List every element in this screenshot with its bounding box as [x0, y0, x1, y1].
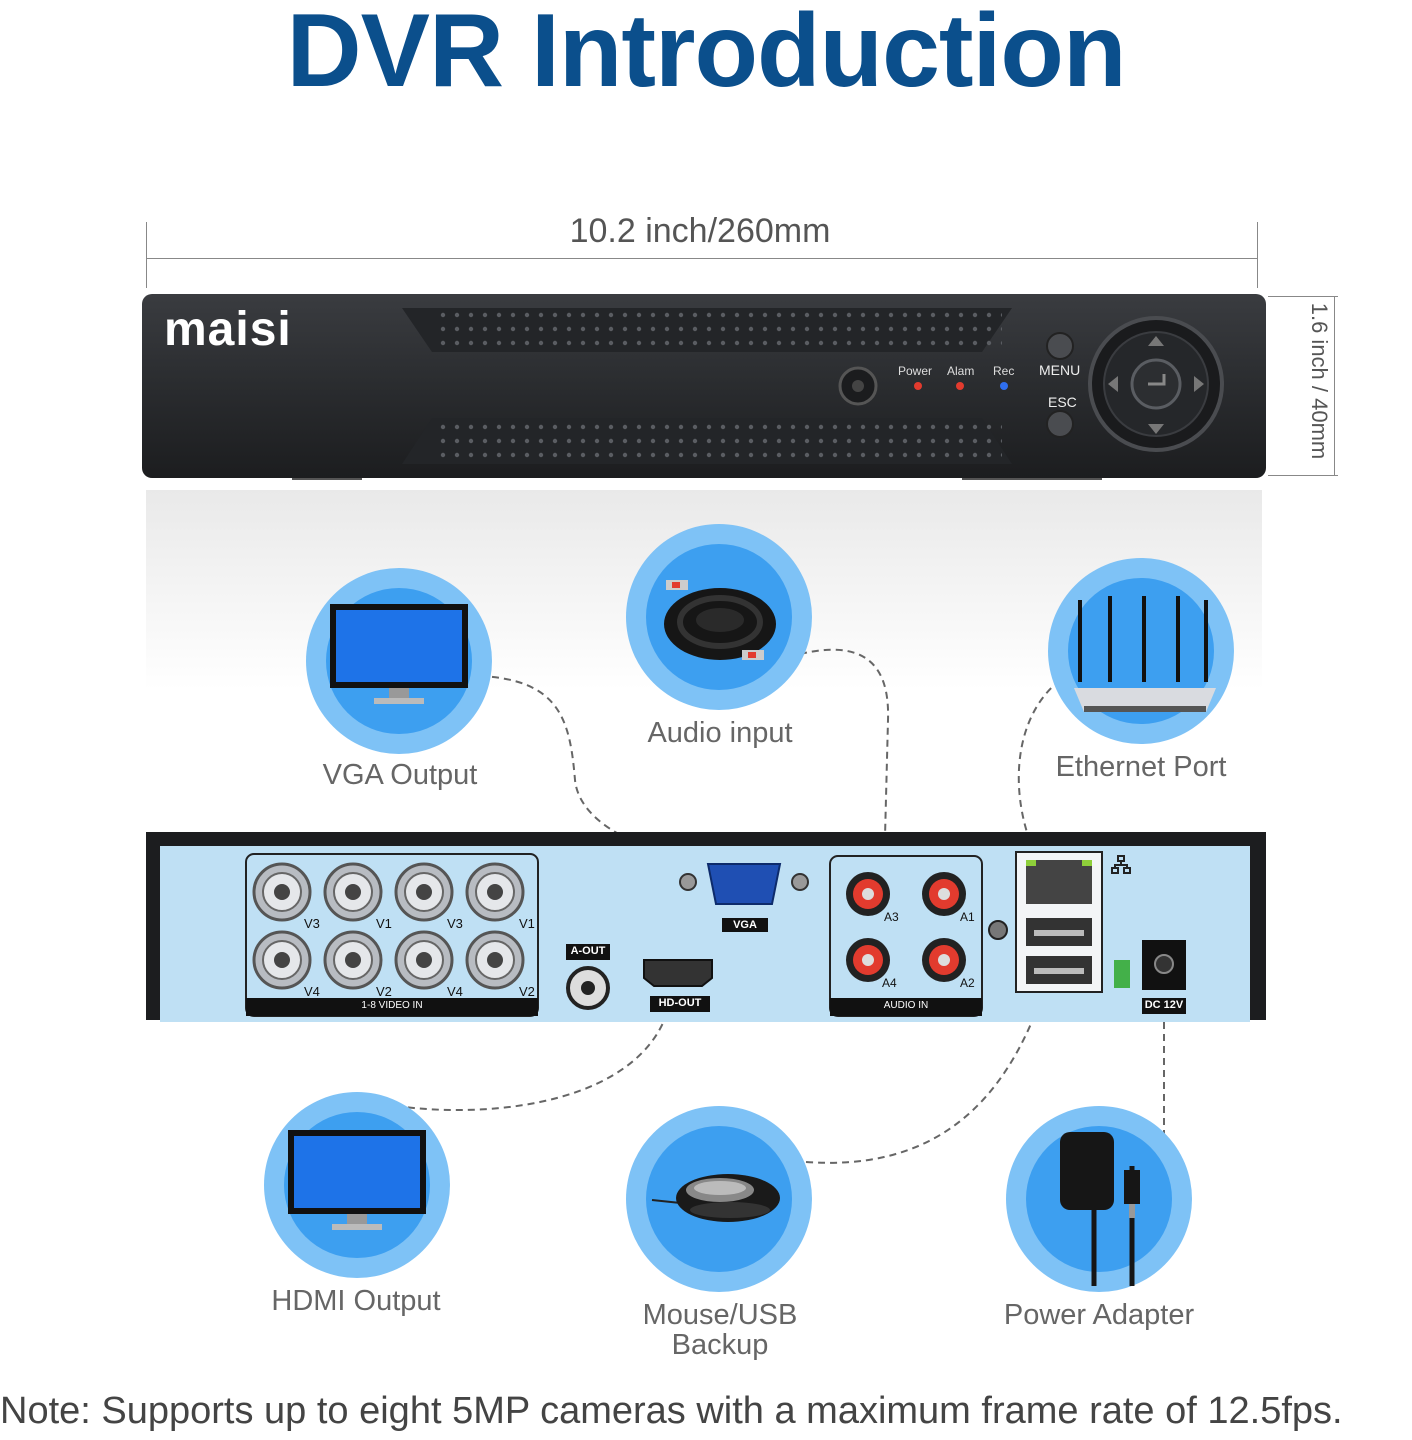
video-in-label: 1-8 VIDEO IN [361, 1000, 423, 1011]
width-dimension-line [146, 222, 1258, 288]
power-adapter-label: Power Adapter [1003, 1299, 1195, 1331]
video-label-bottom-4: V2 [519, 984, 535, 999]
audio-in-label: AUDIO IN [883, 1000, 929, 1011]
power-adapter-icon [1060, 1132, 1140, 1286]
footer-note: Note: Supports up to eight 5MP cameras w… [0, 1390, 1343, 1432]
dvr-rear-view: V3 V1 V3 V1 V4 V2 V4 V2 1-8 VIDEO IN A-O… [146, 832, 1266, 1022]
indicator-rec-label: Rec [993, 364, 1015, 378]
aout-label: A-OUT [570, 945, 606, 957]
video-label-bottom-2: V2 [376, 984, 392, 999]
audio-label-a2: A2 [960, 976, 975, 990]
audio-label-a3: A3 [884, 910, 899, 924]
rca-connectors [846, 872, 966, 982]
monitor-icon [288, 1130, 426, 1230]
video-label-top-2: V1 [376, 916, 392, 931]
mouse-usb-label-line1: Mouse/USB [642, 1299, 798, 1331]
video-label-bottom-1: V4 [304, 984, 320, 999]
video-label-top-1: V3 [304, 916, 320, 931]
brand-logo: maisi [164, 303, 292, 356]
width-dimension-label: 10.2 inch/260mm [569, 212, 831, 250]
video-label-top-3: V3 [447, 916, 463, 931]
menu-button-label: MENU [1039, 362, 1081, 378]
vga-output-label: VGA Output [322, 759, 478, 791]
dc-power-label: DC 12V [1144, 999, 1184, 1011]
height-dimension-line [1268, 296, 1338, 476]
router-icon [1074, 596, 1216, 712]
video-label-bottom-3: V4 [447, 984, 463, 999]
audio-input-label: Audio input [647, 717, 793, 749]
vga-port-label: VGA [733, 919, 757, 931]
cable-icon [664, 580, 776, 660]
ethernet-port-label: Ethernet Port [1055, 751, 1227, 783]
esc-button-label: ESC [1048, 394, 1077, 410]
audio-label-a4: A4 [882, 976, 897, 990]
dvr-front-view: maisi Power Alam Rec MENU ESC [142, 294, 1266, 486]
bnc-connectors [252, 862, 525, 990]
video-label-top-4: V1 [519, 916, 535, 931]
mouse-icon [651, 1174, 780, 1222]
dvr-rear-body [146, 832, 1266, 1022]
hdmi-output-label: HDMI Output [271, 1285, 441, 1317]
monitor-icon [330, 604, 468, 704]
dvr-front-body [142, 294, 1266, 486]
mouse-usb-label-line2: Backup [671, 1329, 769, 1361]
page-title: DVR Introduction [286, 0, 1126, 109]
audio-label-a1: A1 [960, 910, 975, 924]
indicator-power-label: Power [898, 364, 933, 378]
indicator-alarm-label: Alam [947, 364, 975, 378]
hdout-label: HD-OUT [658, 997, 702, 1009]
